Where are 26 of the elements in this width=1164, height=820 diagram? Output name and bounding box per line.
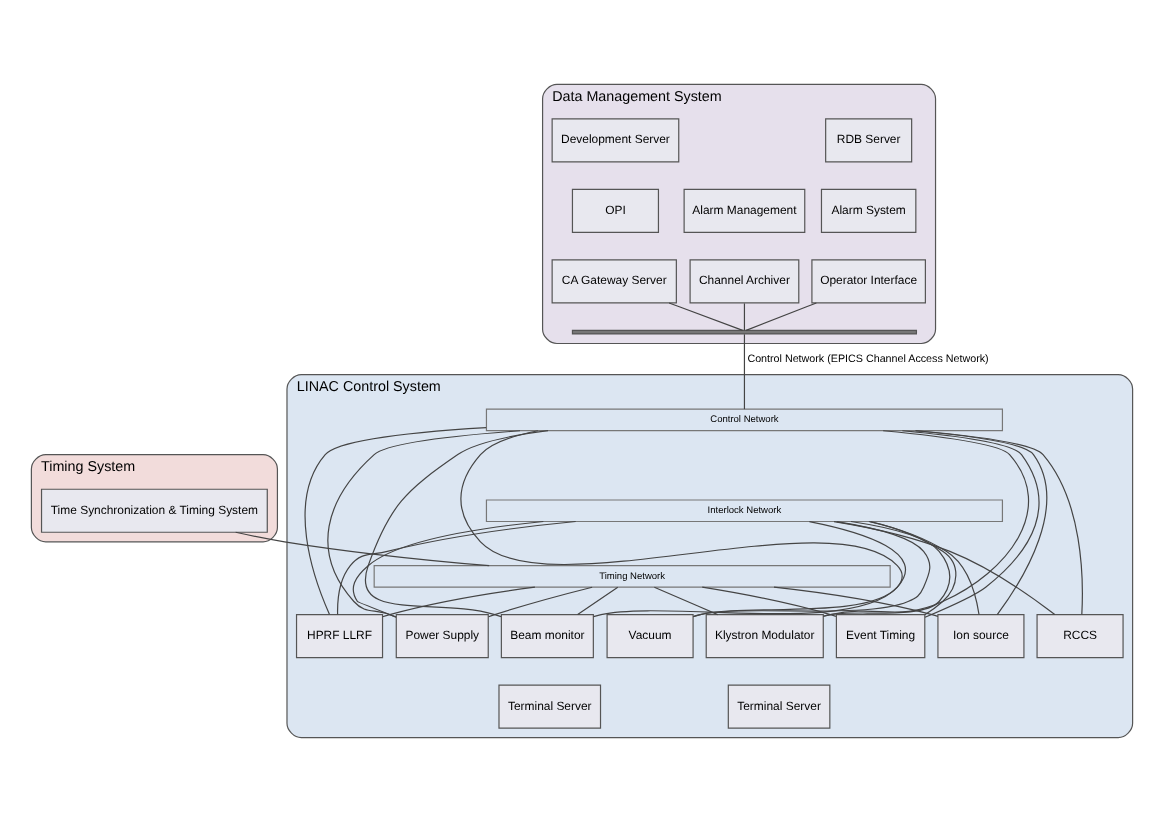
connector	[304, 425, 487, 614]
connector	[364, 429, 549, 617]
connector	[743, 332, 746, 409]
connector	[577, 585, 619, 615]
connector	[901, 429, 1040, 617]
connector	[327, 429, 521, 617]
connector	[822, 429, 1029, 616]
connector	[592, 520, 907, 617]
connector	[693, 519, 931, 616]
connector	[488, 585, 593, 617]
connector	[336, 519, 577, 615]
connector	[668, 301, 744, 330]
connector	[701, 585, 837, 616]
connector	[915, 429, 1083, 614]
connector	[352, 519, 544, 617]
connector	[460, 429, 903, 617]
connector	[822, 519, 951, 616]
connector	[743, 301, 746, 330]
connector	[381, 585, 536, 617]
connector	[868, 519, 980, 615]
node-bar	[571, 328, 918, 334]
connector	[914, 429, 1048, 615]
connector	[653, 585, 719, 615]
connector	[869, 520, 957, 615]
connector	[773, 585, 939, 616]
connector	[833, 519, 1056, 615]
